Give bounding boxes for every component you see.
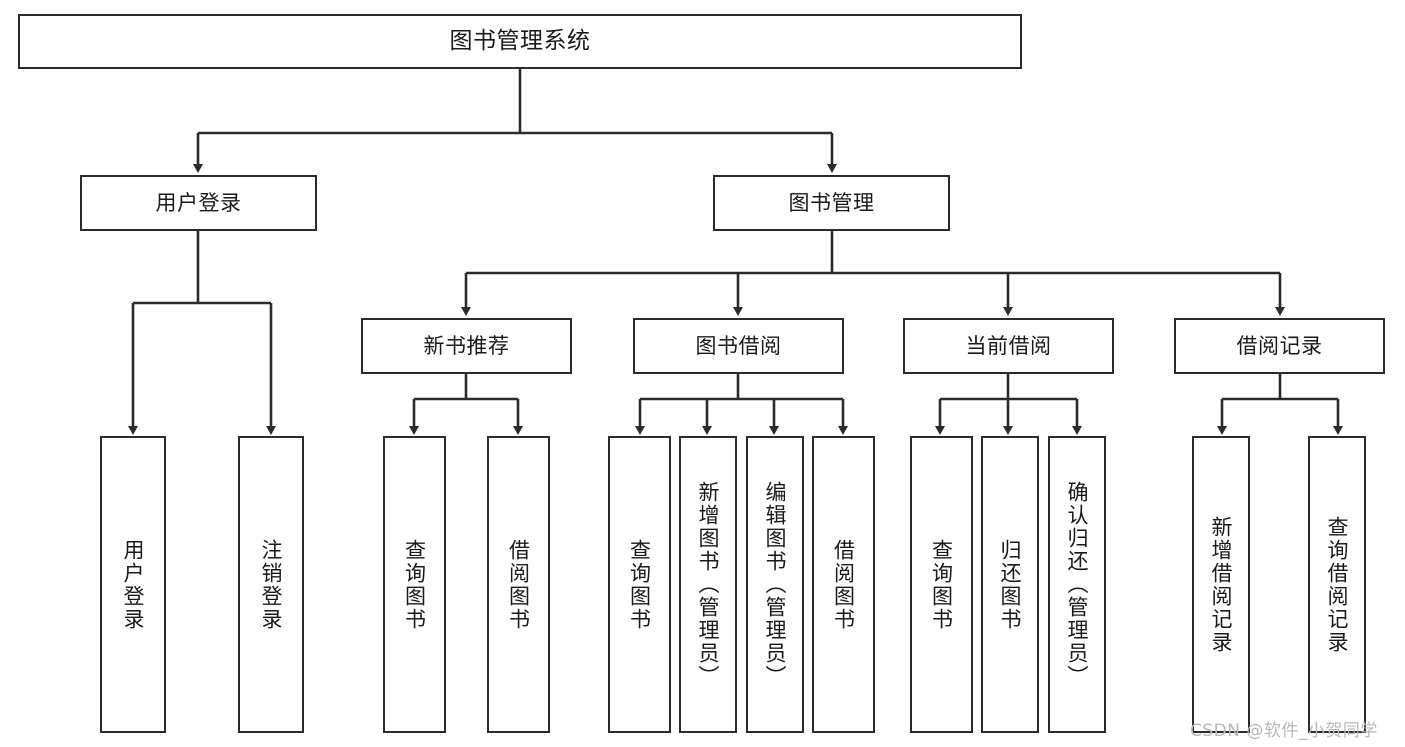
leaf-confirm-return-label: 确认归还（管理员） [1065, 481, 1090, 688]
node-user-login[interactable]: 用户登录 [80, 175, 317, 231]
leaf-add-book[interactable]: 新增图书（管理员） [679, 436, 737, 733]
leaf-query-book-1[interactable]: 查询图书 [383, 436, 446, 733]
leaf-user-login[interactable]: 用户登录 [100, 436, 166, 733]
leaf-confirm-return[interactable]: 确认归还（管理员） [1048, 436, 1106, 733]
node-new-book-recommend-label: 新书推荐 [423, 333, 510, 358]
node-book-management-label: 图书管理 [788, 190, 875, 215]
node-root[interactable]: 图书管理系统 [18, 14, 1022, 69]
leaf-add-borrow-record-label: 新增借阅记录 [1209, 515, 1234, 654]
leaf-query-book-2-label: 查询图书 [627, 538, 652, 631]
leaf-query-book-3-label: 查询图书 [929, 538, 954, 631]
node-current-borrow[interactable]: 当前借阅 [903, 318, 1114, 374]
node-book-borrow-label: 图书借阅 [695, 333, 782, 358]
leaf-user-login-label: 用户登录 [121, 538, 146, 631]
leaf-query-borrow-record[interactable]: 查询借阅记录 [1308, 436, 1366, 733]
node-root-label: 图书管理系统 [449, 28, 591, 55]
leaf-edit-book-label: 编辑图书（管理员） [763, 481, 788, 688]
leaf-query-book-2[interactable]: 查询图书 [608, 436, 671, 733]
node-user-login-label: 用户登录 [155, 190, 242, 215]
leaf-query-book-1-label: 查询图书 [402, 538, 427, 631]
node-current-borrow-label: 当前借阅 [965, 333, 1052, 358]
leaf-logout-login[interactable]: 注销登录 [238, 436, 304, 733]
node-borrow-record[interactable]: 借阅记录 [1174, 318, 1385, 374]
leaf-edit-book[interactable]: 编辑图书（管理员） [746, 436, 804, 733]
leaf-borrow-book-2[interactable]: 借阅图书 [812, 436, 875, 733]
leaf-logout-login-label: 注销登录 [259, 538, 284, 631]
leaf-add-borrow-record[interactable]: 新增借阅记录 [1192, 436, 1250, 733]
leaf-borrow-book-1-label: 借阅图书 [506, 538, 531, 631]
node-book-borrow[interactable]: 图书借阅 [633, 318, 844, 374]
leaf-borrow-book-2-label: 借阅图书 [831, 538, 856, 631]
node-new-book-recommend[interactable]: 新书推荐 [361, 318, 572, 374]
leaf-return-book[interactable]: 归还图书 [981, 436, 1039, 733]
leaf-return-book-label: 归还图书 [998, 538, 1023, 631]
node-book-management[interactable]: 图书管理 [713, 175, 950, 231]
leaf-borrow-book-1[interactable]: 借阅图书 [487, 436, 550, 733]
leaf-add-book-label: 新增图书（管理员） [696, 481, 721, 688]
leaf-query-book-3[interactable]: 查询图书 [910, 436, 973, 733]
node-borrow-record-label: 借阅记录 [1236, 333, 1323, 358]
leaf-query-borrow-record-label: 查询借阅记录 [1325, 515, 1350, 654]
